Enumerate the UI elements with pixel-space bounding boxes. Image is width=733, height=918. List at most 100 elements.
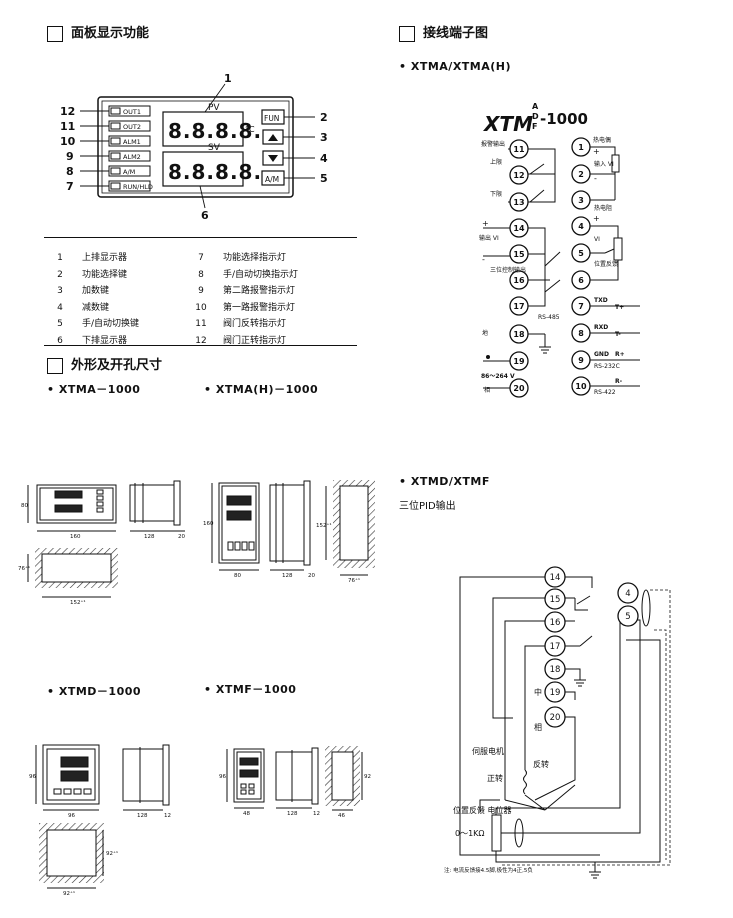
terminal-number: 5 <box>625 612 630 622</box>
checkbox-icon <box>47 25 63 42</box>
label-phase: 相 <box>484 386 490 394</box>
dim-label: 92⁺¹ <box>63 890 75 897</box>
dim-label: 128 <box>287 811 298 817</box>
brand-letter: A <box>532 102 539 111</box>
label-rs485: RS-485 <box>538 314 560 321</box>
dim-label: 160 <box>70 534 81 540</box>
callout-number: 11 <box>60 120 75 133</box>
dim-label: 20 <box>308 573 315 579</box>
front-panel <box>80 83 315 209</box>
terminal-number: 16 <box>550 618 561 628</box>
model-xtmd-1000: • XTMD－1000 <box>47 685 142 698</box>
dim-xtma-1000 <box>27 480 185 598</box>
dim-xtmah-1000 <box>211 480 375 576</box>
label-forward: 正转 <box>487 773 503 783</box>
dim-label: 20 <box>178 534 185 540</box>
label-rxd: RXD <box>594 324 608 331</box>
unit-label: °C <box>245 125 255 134</box>
dim-label: 12 <box>164 813 171 819</box>
indicator-column <box>108 105 151 192</box>
dim-label: 92⁺¹ <box>106 850 118 857</box>
label-rs232c: RS-232C <box>594 363 620 370</box>
label-middle: 中 <box>534 687 542 697</box>
terminal-number: 19 <box>550 688 561 698</box>
label-rs422: RS-422 <box>594 389 616 396</box>
terminal-number: 15 <box>550 595 561 605</box>
label-t-plus: T+ <box>615 304 624 311</box>
label-input-vi: 输入 VI <box>594 160 614 168</box>
indicator-label: OUT2 <box>123 123 141 131</box>
dim-label: 96 <box>219 774 226 780</box>
label-output-vi: 输出 VI <box>479 234 499 242</box>
terminal-number: 17 <box>513 302 524 311</box>
terminal-number: 20 <box>513 384 525 393</box>
dimensions-title: 外形及开孔尺寸 <box>71 358 163 373</box>
callout-number: 6 <box>201 209 209 222</box>
model-xtmd-xtmf: • XTMD/XTMF <box>399 475 490 488</box>
terminal-number: 15 <box>513 250 525 259</box>
pv-digits: 8.8.8.8. <box>168 119 262 143</box>
terminal-number: 3 <box>578 196 584 205</box>
dim-label: 96 <box>29 774 36 780</box>
divider <box>44 237 357 238</box>
am-label: A/M <box>265 175 279 184</box>
panel-display-heading: 面板显示功能 <box>47 22 149 42</box>
dim-label: 92 <box>364 774 371 780</box>
dim-label: 12 <box>313 811 320 817</box>
down-arrow-icon <box>268 155 278 162</box>
sv-display <box>162 151 244 187</box>
label-upper: 上限 <box>490 158 502 166</box>
terminal-number: 17 <box>550 642 561 652</box>
terminal-number: 5 <box>578 249 584 258</box>
label-phase: 相 <box>534 722 542 732</box>
dim-label: 76⁺¹ <box>348 577 360 584</box>
terminal-number: 12 <box>513 171 524 180</box>
indicator-label: RUN/HLD <box>123 183 153 191</box>
dim-label: 152⁺¹ <box>70 599 86 606</box>
label-position-feedback: 位置反馈 <box>594 260 618 268</box>
terminal-number: 4 <box>625 589 630 599</box>
label-t-minus: T- <box>615 331 621 338</box>
dim-label: 152⁺¹ <box>316 522 332 529</box>
dim-xtmf-1000 <box>226 746 363 811</box>
model-xtmf-1000: • XTMF－1000 <box>204 683 297 696</box>
label-minus: - <box>482 255 485 264</box>
label-plus: + <box>593 214 600 223</box>
terminal-number: 8 <box>578 329 584 338</box>
terminal-number: 4 <box>578 222 584 231</box>
label-ground: 地 <box>482 329 488 337</box>
label-reverse: 反转 <box>533 759 549 769</box>
callout-number: 1 <box>224 72 232 85</box>
terminal-number: 6 <box>578 276 584 285</box>
label-rtd: 热电阻 <box>594 204 612 212</box>
label-thermocouple: 热电偶 <box>593 136 611 144</box>
up-arrow-icon <box>268 134 278 141</box>
label-alarm-out: 报警输出 <box>481 140 505 148</box>
dim-label: 46 <box>338 813 345 819</box>
terminal-number: 2 <box>578 170 584 179</box>
label-servo: 伺服电机 <box>472 746 504 756</box>
brand-suffix: -1000 <box>540 110 588 128</box>
pv-label: PV <box>208 103 220 113</box>
checkbox-icon <box>47 357 63 374</box>
terminal-number: 9 <box>578 356 584 365</box>
label-power: 86～264 V <box>481 373 515 380</box>
dim-label: 48 <box>243 811 250 817</box>
terminal-number: 13 <box>513 198 524 207</box>
label-potentiometer: 位置反馈 电位器 <box>453 805 512 815</box>
label-three-pos: 三位控制输出 <box>490 266 526 274</box>
brand-letter: D <box>532 112 539 121</box>
label-vi: VI <box>594 236 600 243</box>
terminal-number: 10 <box>575 382 587 391</box>
indicator-label: ALM2 <box>123 153 141 161</box>
callout-number: 3 <box>320 131 328 144</box>
label-note: 注: 电流反馈接4.5脚,极性为4正,5负 <box>444 866 533 874</box>
